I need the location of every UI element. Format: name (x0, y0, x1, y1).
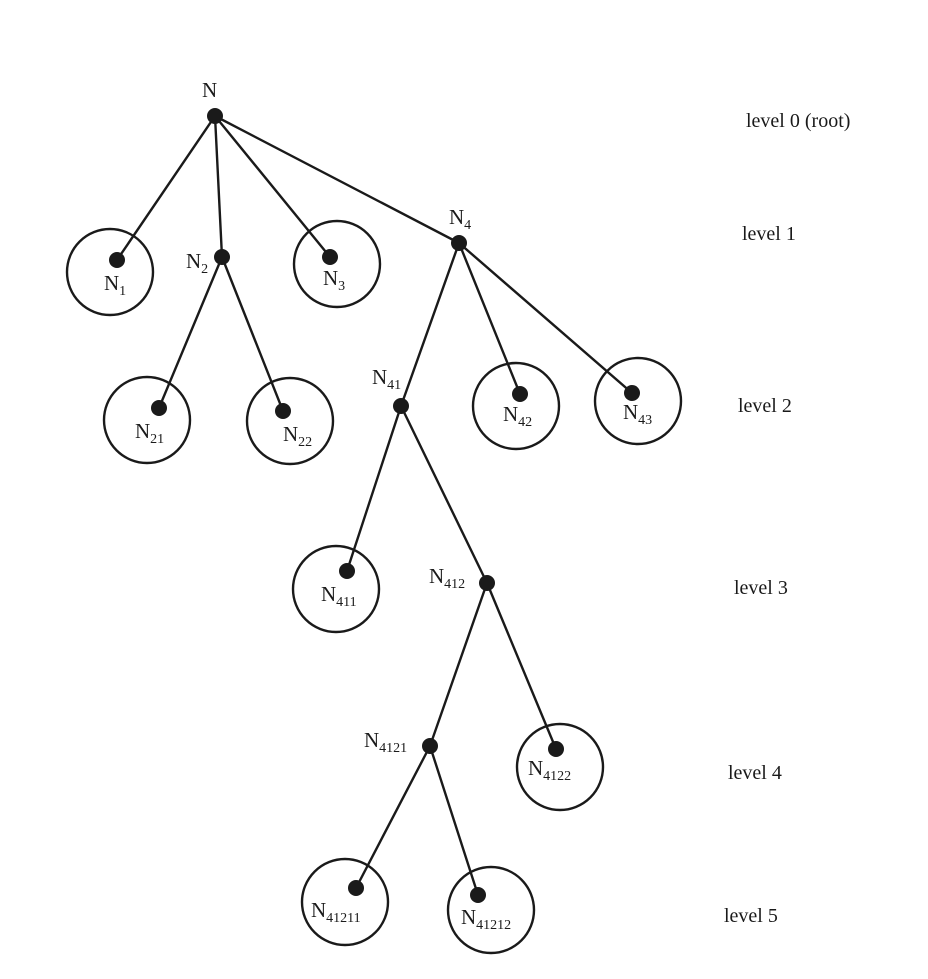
level-label-0: level 0 (root) (746, 110, 850, 132)
node-dot-n (207, 108, 223, 124)
leaf-ring-n43 (593, 356, 683, 446)
node-dot-n411 (339, 563, 355, 579)
node-dot-n22 (275, 403, 291, 419)
edge-n4-n42 (457, 241, 522, 396)
node-label-n41: N41 (372, 365, 401, 393)
node-label-n22: N22 (283, 422, 312, 450)
edge-n4-n41 (399, 241, 461, 408)
node-label-n: N (202, 78, 217, 102)
node-dot-n412 (479, 575, 495, 591)
level-label-5: level 5 (724, 905, 778, 927)
leaf-rings (65, 219, 683, 955)
edge-n41-n412 (399, 404, 489, 585)
leaf-ring-n41212 (446, 865, 536, 955)
leaf-ring-n4122 (515, 722, 605, 812)
level-label-2: level 2 (738, 395, 792, 417)
node-label-n4122: N4122 (528, 756, 571, 784)
level-labels: level 0 (root) level 1 level 2 level 3 l… (724, 110, 850, 927)
node-label-n411: N411 (321, 582, 357, 610)
leaf-ring-n21 (102, 375, 192, 465)
tree-edges (115, 114, 634, 897)
leaf-ring-n1 (65, 227, 155, 317)
node-dot-n1 (109, 252, 125, 268)
node-dots (109, 108, 640, 903)
node-dot-n41 (393, 398, 409, 414)
node-dot-n4122 (548, 741, 564, 757)
node-label-n21: N21 (135, 419, 164, 447)
edge-n-n4 (213, 114, 461, 245)
edge-n4-n43 (457, 241, 634, 395)
node-dot-n4 (451, 235, 467, 251)
node-dot-n21 (151, 400, 167, 416)
edge-n4121-n41212 (428, 744, 480, 897)
edge-n-n2 (213, 114, 224, 259)
node-label-n4121: N4121 (364, 728, 407, 756)
node-label-n1: N1 (104, 271, 126, 299)
leaf-ring-n22 (245, 376, 335, 466)
node-label-n41211: N41211 (311, 898, 361, 926)
node-label-n4: N4 (449, 205, 471, 233)
edge-n412-n4121 (428, 581, 489, 748)
node-dot-n4121 (422, 738, 438, 754)
edge-n2-n22 (220, 255, 285, 413)
node-dot-n41211 (348, 880, 364, 896)
node-label-n412: N412 (429, 564, 465, 592)
leaf-ring-n3 (292, 219, 382, 309)
node-label-n42: N42 (503, 402, 532, 430)
edge-n-n3 (213, 114, 332, 259)
edge-n41-n411 (345, 404, 403, 573)
edge-n4121-n41211 (354, 744, 432, 890)
level-label-4: level 4 (728, 762, 782, 784)
level-label-1: level 1 (742, 223, 796, 245)
node-label-n41212: N41212 (461, 905, 511, 933)
leaf-ring-n411 (291, 544, 381, 634)
level-label-3: level 3 (734, 577, 788, 599)
node-labels: N N1 N2 N3 N4 N21 N22 N41 N42 N43 N411 N… (104, 78, 652, 933)
edge-n-n1 (115, 114, 217, 262)
leaf-ring-n41211 (300, 857, 390, 947)
node-dot-n42 (512, 386, 528, 402)
node-label-n43: N43 (623, 400, 652, 428)
node-dot-n41212 (470, 887, 486, 903)
node-label-n3: N3 (323, 266, 345, 294)
edge-n412-n4122 (485, 581, 558, 751)
node-dot-n3 (322, 249, 338, 265)
node-label-n2: N2 (186, 249, 208, 277)
edge-n2-n21 (157, 255, 224, 410)
node-dot-n43 (624, 385, 640, 401)
node-dot-n2 (214, 249, 230, 265)
leaf-ring-n42 (471, 361, 561, 451)
